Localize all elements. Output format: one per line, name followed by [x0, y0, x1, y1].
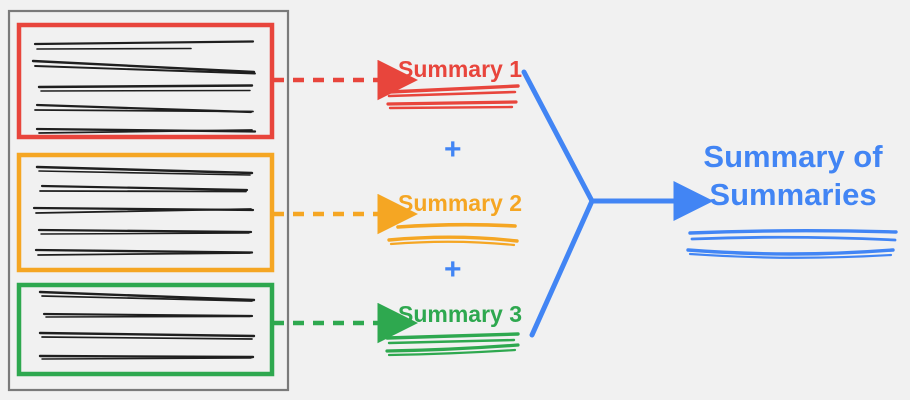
summary-1-label[interactable]: Summary 1	[398, 56, 523, 82]
summary-of-summaries-line-1: Summary of	[703, 139, 883, 174]
summary-2-label[interactable]: Summary 2	[398, 190, 523, 216]
summary-of-summaries-line-2: Summaries	[709, 176, 877, 212]
summary-of-summaries-scribble	[686, 229, 898, 259]
source-document-border	[7, 9, 290, 392]
chunk-box-orange[interactable]	[16, 152, 275, 273]
summary-3-scribble	[385, 332, 520, 357]
summary-3-label[interactable]: Summary 3	[398, 301, 523, 327]
chunk-box-red[interactable]	[16, 22, 275, 140]
chunk-green-text-lines	[38, 290, 256, 360]
summary-of-summaries-label[interactable]: Summary of Summaries	[690, 138, 896, 214]
blue-merge-arrow	[521, 69, 595, 338]
chunk-box-green[interactable]	[16, 282, 275, 377]
summary-1-scribble	[386, 84, 520, 110]
plus-operator-2: +	[444, 253, 462, 286]
summary-2-scribble	[387, 222, 519, 247]
chunk-orange-text-lines	[32, 165, 255, 256]
chunk-red-text-lines	[31, 40, 257, 134]
plus-operator-1: +	[444, 133, 462, 166]
